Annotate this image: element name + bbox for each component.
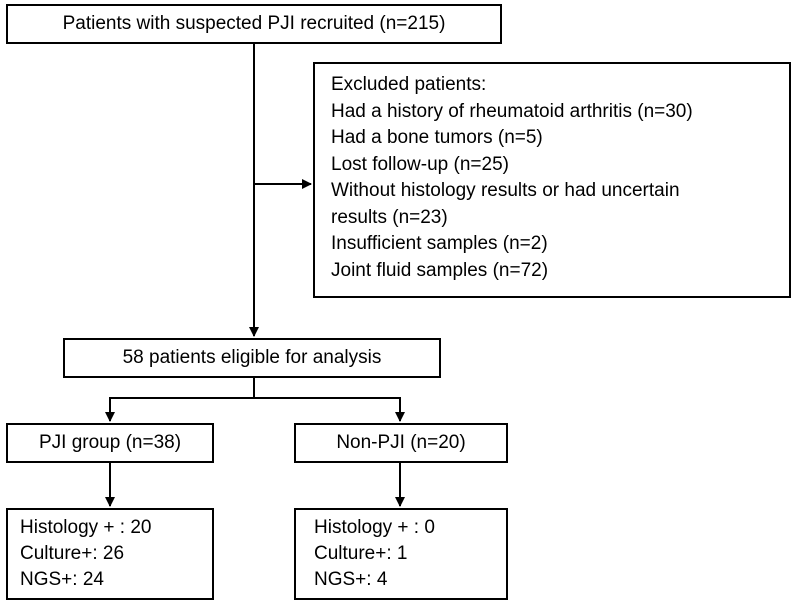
recruited-text: Patients with suspected PJI recruited (n… <box>62 13 446 34</box>
pji-result-ngs: NGS+: 24 <box>20 569 104 590</box>
excluded-line: results (n=23) <box>331 206 448 228</box>
excluded-line: Lost follow-up (n=25) <box>331 153 509 175</box>
non-pji-result-culture: Culture+: 1 <box>314 543 408 564</box>
excluded-line: Had a history of rheumatoid arthritis (n… <box>331 100 693 122</box>
excluded-line: Insufficient samples (n=2) <box>331 233 548 254</box>
non-pji-result-histology: Histology + : 0 <box>314 517 435 538</box>
eligible-text: 58 patients eligible for analysis <box>122 347 382 368</box>
pji-result-culture: Culture+: 26 <box>20 543 125 564</box>
excluded-line: Had a bone tumors (n=5) <box>331 127 543 148</box>
pji-result-histology: Histology + : 20 <box>20 517 152 538</box>
pji-results-box: Histology + : 20 Culture+: 26 NGS+: 24 <box>6 508 214 600</box>
non-pji-group-box: Non-PJI (n=20) <box>294 423 508 463</box>
excluded-heading: Excluded patients: <box>331 74 487 95</box>
eligible-box: 58 patients eligible for analysis <box>63 338 441 378</box>
pji-group-box: PJI group (n=38) <box>6 423 214 463</box>
excluded-box: Excluded patients: Had a history of rheu… <box>313 62 791 298</box>
excluded-line: Without histology results or had uncerta… <box>331 180 680 201</box>
non-pji-group-text: Non-PJI (n=20) <box>336 432 466 453</box>
excluded-line: Joint fluid samples (n=72) <box>331 259 549 281</box>
recruited-box: Patients with suspected PJI recruited (n… <box>6 4 502 44</box>
non-pji-result-ngs: NGS+: 4 <box>314 569 388 590</box>
non-pji-results-box: Histology + : 0 Culture+: 1 NGS+: 4 <box>294 508 508 600</box>
pji-group-text: PJI group (n=38) <box>38 432 182 453</box>
